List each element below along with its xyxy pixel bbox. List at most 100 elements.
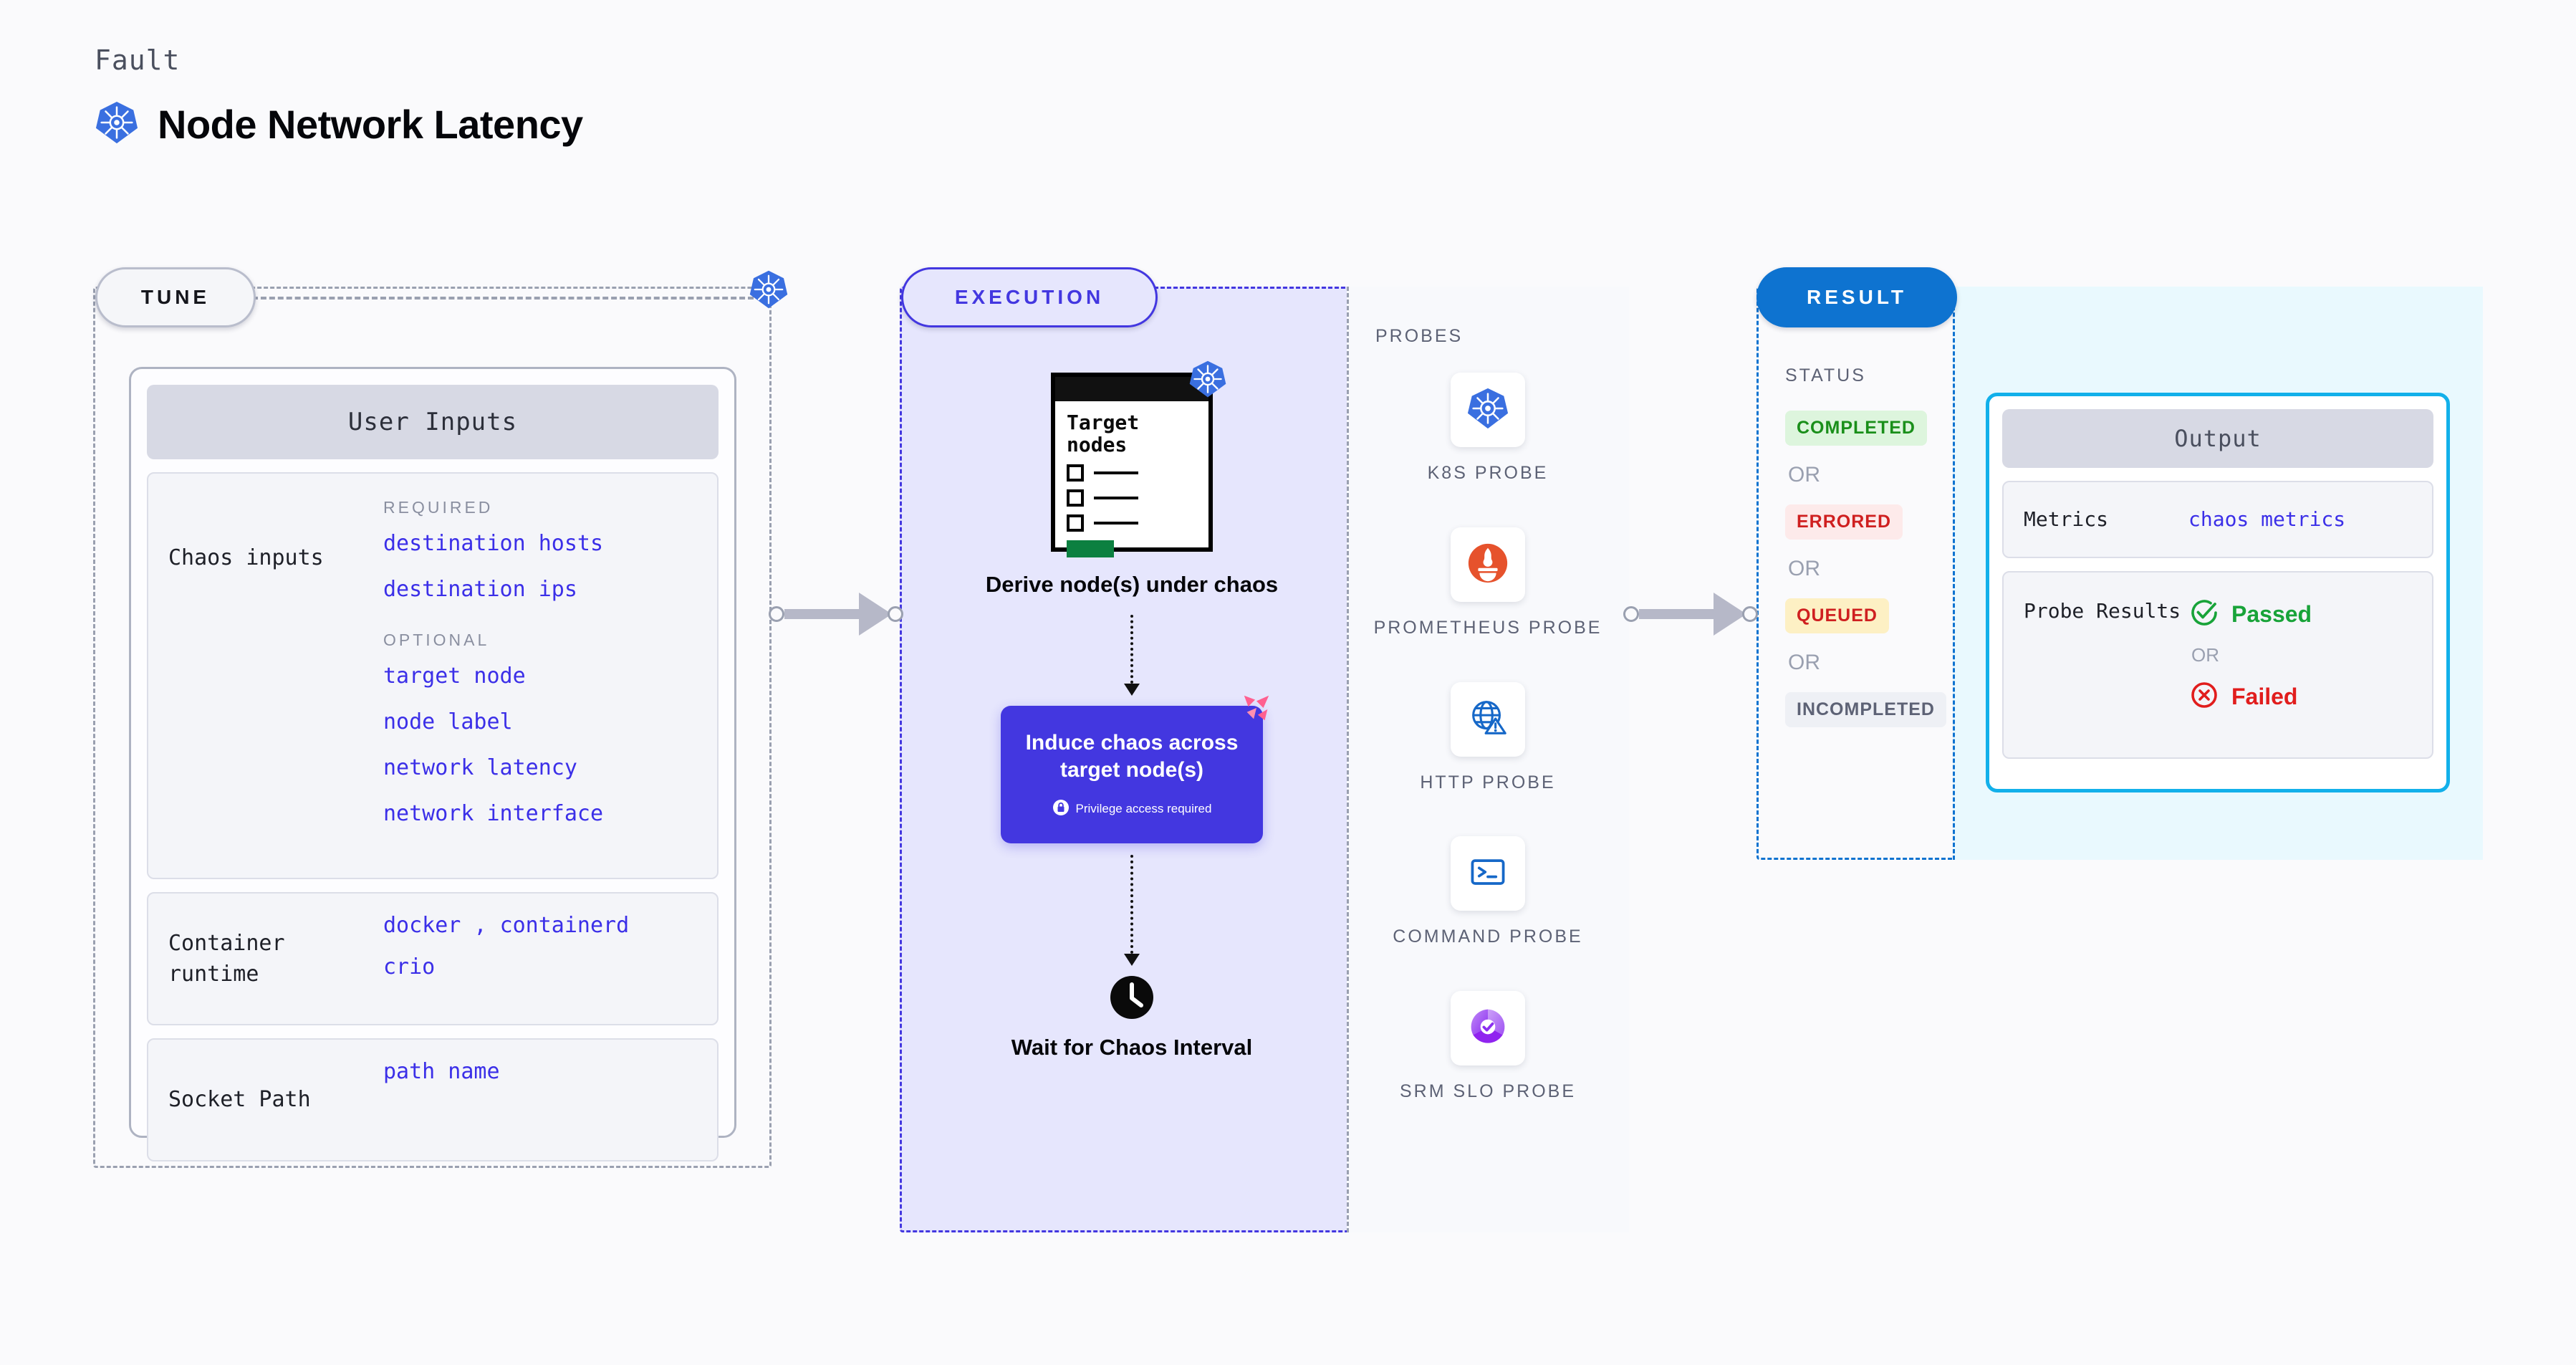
status-badge-queued: QUEUED [1785, 598, 1889, 633]
probe-tile [1451, 527, 1525, 602]
kubernetes-icon [749, 269, 789, 312]
required-group-title: REQUIRED [383, 498, 494, 517]
prometheus-icon [1466, 541, 1510, 588]
metrics-row: Metrics chaos metrics [2002, 481, 2433, 558]
input-destination-hosts[interactable]: destination hosts [383, 531, 604, 556]
container-runtime-row: Container runtime docker , containerd cr… [147, 892, 719, 1025]
runtime-docker[interactable]: docker [383, 913, 461, 938]
probe-tile [1451, 836, 1525, 911]
step-caption-wait-interval: Wait for Chaos Interval [1011, 1034, 1253, 1060]
socket-path-value[interactable]: path name [383, 1059, 500, 1084]
chaos-inputs-row: Chaos inputs REQUIRED destination hosts … [147, 472, 719, 879]
icon-list-row [1067, 464, 1197, 482]
probe-results-row: Probe Results Passed OR [2002, 571, 2433, 759]
probe-item-command[interactable]: COMMAND PROBE [1393, 836, 1582, 949]
probe-result-failed: Failed [2188, 679, 2412, 714]
probe-label: HTTP PROBE [1420, 772, 1556, 792]
output-header: Output [2002, 409, 2433, 468]
induce-chaos-label: Induce chaos across target node(s) [1025, 731, 1239, 782]
input-target-node[interactable]: target node [383, 664, 526, 689]
probe-label: PROMETHEUS PROBE [1373, 617, 1602, 638]
icon-list-row [1067, 514, 1197, 532]
metrics-value[interactable]: chaos metrics [2188, 507, 2346, 531]
input-destination-ips[interactable]: destination ips [383, 577, 577, 602]
x-circle-icon [2188, 679, 2220, 714]
connector-dot-end [1742, 606, 1758, 622]
page-title: Node Network Latency [158, 101, 583, 147]
checkbox-icon [1067, 514, 1084, 532]
or-separator: OR [1788, 557, 1820, 580]
lock-icon [1052, 799, 1070, 819]
connector-line [784, 609, 859, 619]
probe-label: K8S PROBE [1427, 463, 1549, 483]
tune-connector-line [252, 297, 754, 300]
line-placeholder [1094, 471, 1138, 474]
litmus-icon [1240, 691, 1273, 727]
arrow-head-icon [1124, 953, 1140, 966]
stage-badge-tune[interactable]: TUNE [95, 267, 256, 327]
kubernetes-icon [1188, 360, 1227, 401]
line-placeholder [1094, 496, 1138, 499]
chaos-inputs-label: Chaos inputs [168, 545, 324, 570]
target-nodes-list-icon: Target nodes [1051, 360, 1226, 557]
user-inputs-header: User Inputs [147, 385, 719, 459]
target-nodes-icon-title: Target nodes [1067, 411, 1140, 457]
checkbox-icon [1067, 464, 1084, 482]
input-network-latency[interactable]: network latency [383, 755, 577, 780]
kubernetes-icon [1466, 386, 1510, 434]
status-title: STATUS [1785, 365, 1866, 385]
socket-path-row: Socket Path path name [147, 1038, 719, 1162]
stage-badge-execution[interactable]: EXECUTION [901, 267, 1158, 327]
arrow-head-icon [1124, 683, 1140, 696]
runtime-containerd[interactable]: containerd [499, 913, 630, 938]
induce-chaos-node[interactable]: Induce chaos across target node(s) Privi… [1001, 695, 1269, 843]
connector-arrow-head [1714, 593, 1746, 636]
runtime-separator: , [474, 913, 487, 938]
fault-eyebrow: Fault [95, 44, 181, 76]
title-row: Node Network Latency [95, 100, 583, 148]
srm-slo-icon [1466, 1005, 1509, 1051]
metrics-label: Metrics [2024, 507, 2109, 531]
icon-titlebar [1055, 377, 1208, 401]
optional-group-title: OPTIONAL [383, 631, 490, 649]
dotted-line [1130, 614, 1133, 684]
dotted-line [1130, 854, 1133, 954]
status-column: STATUS COMPLETED OR ERRORED OR QUEUED OR… [1785, 365, 1957, 727]
connector-dot-start [1623, 606, 1639, 622]
probe-tile [1450, 373, 1525, 447]
stage-badge-result[interactable]: RESULT [1756, 267, 1957, 327]
or-separator: OR [1788, 651, 1820, 674]
probe-results-label: Probe Results [2024, 599, 2181, 623]
tune-region [93, 287, 772, 1168]
runtime-crio[interactable]: crio [383, 954, 436, 980]
status-badge-completed: COMPLETED [1785, 411, 1927, 446]
http-globe-alert-icon [1466, 696, 1510, 743]
line-placeholder [1094, 521, 1138, 525]
probe-label: COMMAND PROBE [1393, 926, 1583, 947]
input-network-interface[interactable]: network interface [383, 801, 604, 826]
check-circle-icon [2188, 597, 2220, 631]
page-header: Fault Node Network Latency [95, 44, 583, 148]
probe-item-k8s[interactable]: K8S PROBE [1428, 373, 1549, 486]
icon-list-row [1067, 489, 1197, 507]
probe-item-prometheus[interactable]: PROMETHEUS PROBE [1374, 527, 1602, 641]
connector-arrow-head [859, 593, 892, 636]
clock-icon [1109, 974, 1155, 1020]
runtime-values-line-1: docker , containerd [383, 915, 697, 937]
probe-label: SRM SLO PROBE [1400, 1081, 1576, 1101]
probe-item-srm-slo[interactable]: SRM SLO PROBE [1400, 991, 1576, 1104]
execution-steps: Target nodes Derive node(s) under chaos [931, 360, 1332, 1061]
flow-arrow [1124, 854, 1140, 966]
probe-tile [1451, 991, 1525, 1065]
probe-item-http[interactable]: HTTP PROBE [1420, 681, 1556, 795]
tune-card: User Inputs Chaos inputs REQUIRED destin… [129, 367, 736, 1162]
status-badge-errored: ERRORED [1785, 504, 1903, 540]
checkbox-icon [1067, 489, 1084, 507]
passed-label: Passed [2231, 600, 2312, 627]
icon-body: Target nodes [1055, 401, 1208, 557]
input-node-label[interactable]: node label [383, 709, 513, 734]
probe-tile [1450, 681, 1525, 757]
connector-dot-end [888, 606, 903, 622]
terminal-icon [1466, 851, 1509, 896]
probes-title: PROBES [1375, 326, 1464, 346]
